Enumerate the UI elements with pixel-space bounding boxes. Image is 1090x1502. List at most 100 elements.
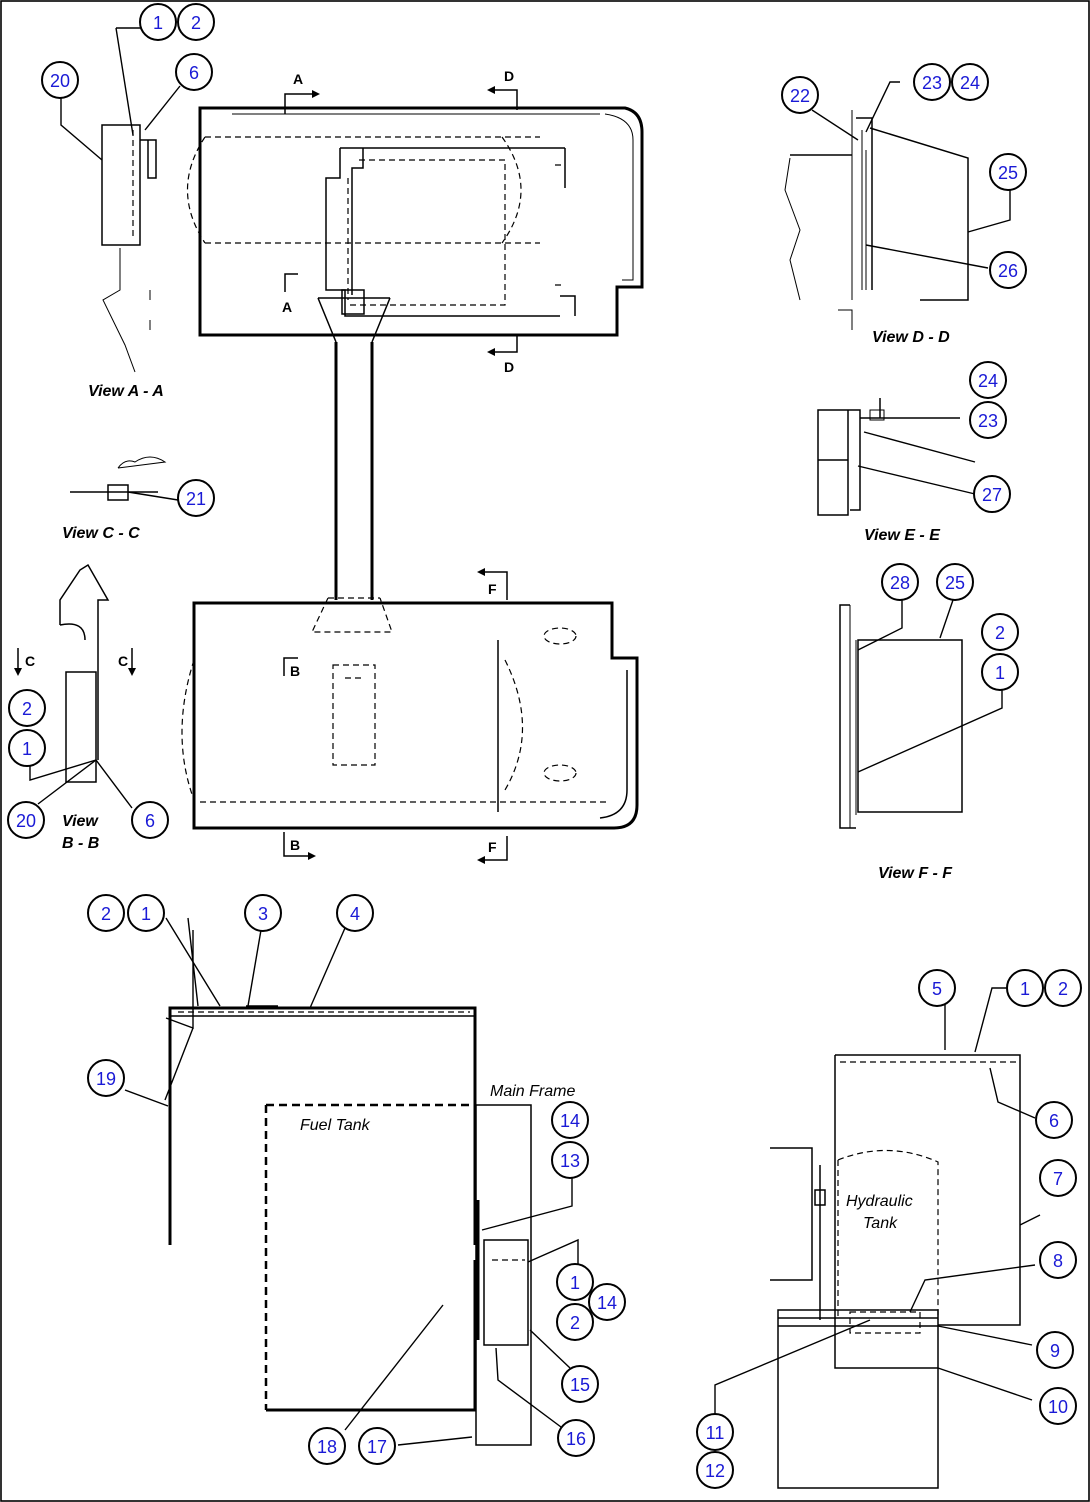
callout-number: 1 bbox=[22, 739, 32, 759]
callout-2: 2 bbox=[177, 3, 215, 41]
callout-13: 13 bbox=[551, 1141, 589, 1179]
callout-number: 25 bbox=[945, 573, 965, 593]
mark-c-left: C bbox=[25, 653, 35, 669]
callout-number: 14 bbox=[597, 1293, 617, 1313]
callout-2: 2 bbox=[556, 1303, 594, 1341]
view-d-d-label: View D - D bbox=[872, 329, 950, 346]
view-d-d: View D - D bbox=[784, 81, 1011, 346]
hydraulic-label-1: Hydraulic bbox=[846, 1193, 913, 1210]
callout-24: 24 bbox=[951, 63, 989, 101]
callout-1: 1 bbox=[1006, 969, 1044, 1007]
callout-number: 6 bbox=[1049, 1111, 1059, 1131]
callout-1: 1 bbox=[556, 1263, 594, 1301]
callout-6: 6 bbox=[131, 801, 169, 839]
middle-plan-view bbox=[181, 597, 639, 830]
callout-number: 2 bbox=[22, 699, 32, 719]
main-frame-label: Main Frame bbox=[490, 1083, 575, 1100]
callout-number: 15 bbox=[570, 1375, 590, 1395]
callout-number: 1 bbox=[570, 1273, 580, 1293]
callout-14: 14 bbox=[551, 1101, 589, 1139]
view-b-b-label-2: B - B bbox=[62, 835, 99, 852]
callout-16: 16 bbox=[557, 1419, 595, 1457]
hydraulic-label-2: Tank bbox=[863, 1215, 898, 1232]
callout-number: 2 bbox=[191, 13, 201, 33]
callout-9: 9 bbox=[1036, 1331, 1074, 1369]
hydraulic-tank-view: Hydraulic Tank bbox=[714, 987, 1041, 1489]
callout-number: 11 bbox=[706, 1423, 725, 1443]
callout-6: 6 bbox=[175, 53, 213, 91]
callout-21: 21 bbox=[177, 479, 215, 517]
callout-number: 2 bbox=[101, 904, 111, 924]
callout-number: 14 bbox=[560, 1111, 580, 1131]
callout-22: 22 bbox=[781, 76, 819, 114]
callout-number: 2 bbox=[570, 1313, 580, 1333]
callout-number: 2 bbox=[995, 623, 1005, 643]
top-plan-view bbox=[187, 106, 644, 343]
callout-15: 15 bbox=[561, 1365, 599, 1403]
callout-number: 20 bbox=[16, 811, 36, 831]
callout-number: 1 bbox=[995, 663, 1005, 683]
callout-1: 1 bbox=[127, 894, 165, 932]
callout-number: 21 bbox=[186, 489, 206, 509]
mark-d-top: D bbox=[504, 68, 514, 84]
callout-23: 23 bbox=[913, 63, 951, 101]
fuel-tank-label: Fuel Tank bbox=[300, 1117, 371, 1134]
callout-number: 2 bbox=[1058, 979, 1068, 999]
callout-number: 22 bbox=[790, 86, 810, 106]
callout-12: 12 bbox=[696, 1451, 734, 1489]
callout-1: 1 bbox=[981, 653, 1019, 691]
callout-number: 26 bbox=[998, 261, 1018, 281]
callout-8: 8 bbox=[1039, 1241, 1077, 1279]
callout-7: 7 bbox=[1039, 1159, 1077, 1197]
callout-10: 10 bbox=[1039, 1387, 1077, 1425]
callout-number: 1 bbox=[153, 13, 163, 33]
callout-number: 24 bbox=[960, 73, 980, 93]
callout-4: 4 bbox=[336, 894, 374, 932]
mark-b-top: B bbox=[290, 663, 300, 679]
section-marks-top: A D A D bbox=[282, 68, 518, 375]
callout-number: 6 bbox=[189, 63, 199, 83]
callout-number: 17 bbox=[367, 1437, 387, 1457]
callout-2: 2 bbox=[87, 894, 125, 932]
drive-shaft bbox=[334, 342, 374, 600]
callout-number: 6 bbox=[145, 811, 155, 831]
callout-number: 19 bbox=[96, 1069, 116, 1089]
callout-number: 23 bbox=[922, 73, 942, 93]
callout-number: 18 bbox=[317, 1437, 337, 1457]
callout-25: 25 bbox=[989, 153, 1027, 191]
callout-20: 20 bbox=[7, 801, 45, 839]
callout-number: 25 bbox=[998, 163, 1018, 183]
callout-number: 23 bbox=[978, 411, 998, 431]
callout-24: 24 bbox=[969, 361, 1007, 399]
view-a-a: View A - A bbox=[60, 27, 181, 400]
view-e-e: View E - E bbox=[817, 398, 976, 544]
callout-number: 4 bbox=[350, 904, 360, 924]
callout-number: 28 bbox=[890, 573, 910, 593]
view-c-c: View C - C bbox=[62, 456, 179, 542]
callout-5: 5 bbox=[918, 969, 956, 1007]
callout-2: 2 bbox=[8, 689, 46, 727]
view-e-e-label: View E - E bbox=[864, 527, 941, 544]
callout-number: 24 bbox=[978, 371, 998, 391]
mark-a-bottom: A bbox=[282, 299, 292, 315]
callout-number: 3 bbox=[258, 904, 268, 924]
mark-f-top: F bbox=[488, 581, 497, 597]
callout-number: 13 bbox=[560, 1151, 580, 1171]
callout-2: 2 bbox=[1044, 969, 1082, 1007]
view-c-c-label: View C - C bbox=[62, 525, 140, 542]
callout-1: 1 bbox=[139, 3, 177, 41]
callout-number: 27 bbox=[982, 485, 1002, 505]
callout-28: 28 bbox=[881, 563, 919, 601]
callout-number: 9 bbox=[1050, 1341, 1060, 1361]
callout-3: 3 bbox=[244, 894, 282, 932]
callout-number: 7 bbox=[1053, 1169, 1063, 1189]
callout-number: 8 bbox=[1053, 1251, 1063, 1271]
callout-17: 17 bbox=[358, 1427, 396, 1465]
view-f-f-label: View F - F bbox=[878, 865, 953, 882]
callout-1: 1 bbox=[8, 729, 46, 767]
view-f-f: View F - F bbox=[839, 598, 1003, 882]
mark-b-bottom: B bbox=[290, 837, 300, 853]
